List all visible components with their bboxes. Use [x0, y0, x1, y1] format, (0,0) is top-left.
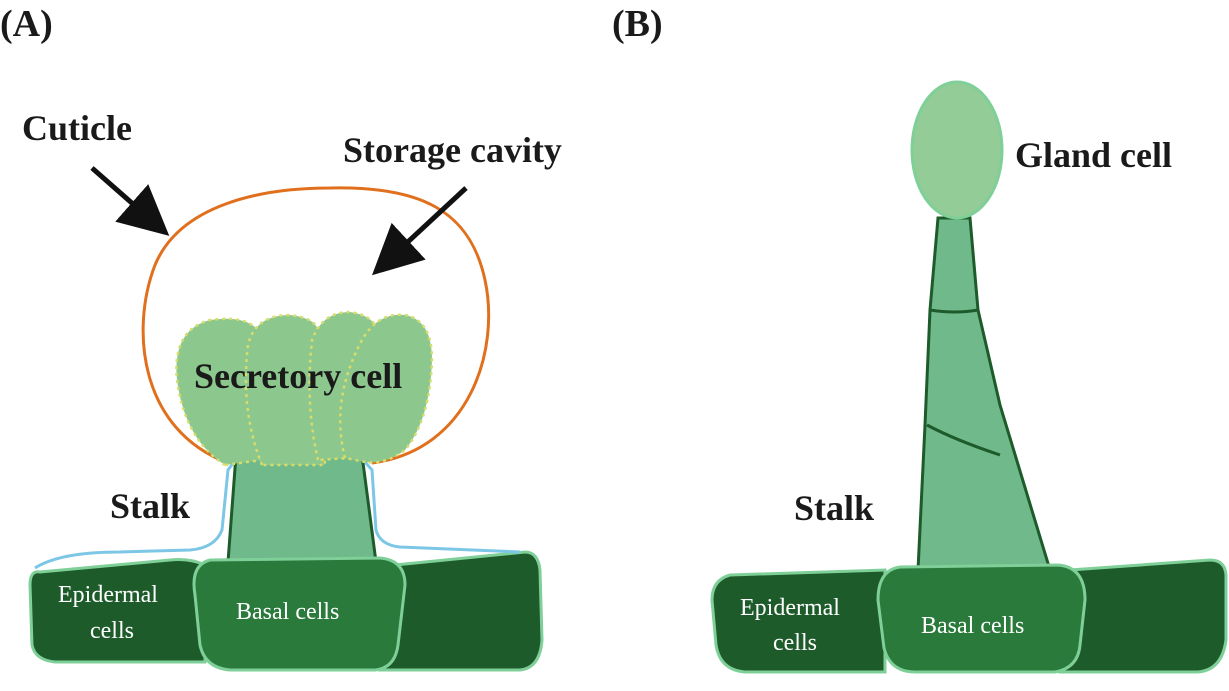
- panel-a-basal-cells-label: Basal cells: [236, 599, 339, 625]
- panel-b-gland-cell-label: Gland cell: [1015, 135, 1172, 175]
- panel-a-stalk-label: Stalk: [110, 486, 190, 526]
- panel-b-epidermal-cells-left: [710, 568, 887, 674]
- panel-b-epidermal-label-line1: Epidermal: [740, 595, 840, 621]
- panel-b-epidermal-cells-right: [1058, 558, 1228, 674]
- secretory-cell-lobe-2: [244, 313, 327, 467]
- panel-a-secretory-cell-label: Secretory cell: [194, 356, 402, 396]
- panel-b-gland-cell: [910, 80, 1004, 220]
- panel-b: (B) Gland cell Stalk Epidermal cells Bas…: [612, 3, 1228, 674]
- panel-a-secretory-cells: [175, 310, 434, 467]
- panel-a-epidermal-label-line1: Epidermal: [58, 582, 158, 608]
- panel-b-stalk-septum-1: [929, 308, 979, 314]
- secretory-cell-lobe-4: [338, 313, 434, 464]
- panel-a-storage-cavity-label: Storage cavity: [343, 130, 562, 170]
- panel-b-basal-cells-label: Basal cells: [921, 613, 1024, 639]
- panel-a-cuticle-label: Cuticle: [22, 108, 132, 148]
- panel-b-stalk: [916, 216, 1053, 572]
- panel-a-outer-membrane-left: [34, 461, 236, 570]
- panel-b-tag: (B): [612, 3, 663, 45]
- panel-a-epidermal-cells-left: [28, 558, 207, 664]
- panel-b-stalk-label: Stalk: [794, 488, 874, 528]
- panel-a-basal-cells: [192, 556, 407, 672]
- panel-a-epidermal-label-line2: cells: [90, 618, 134, 644]
- panel-a-outer-membrane-right: [363, 461, 521, 554]
- panel-a-storage-cavity-arrow: [372, 186, 468, 276]
- panel-b-stalk-septum-2: [926, 423, 1001, 457]
- panel-a-tag: (A): [0, 3, 53, 45]
- panel-a-stalk: [226, 453, 378, 564]
- panel-a-cuticle-outline: [141, 186, 491, 465]
- panel-b-epidermal-label-line2: cells: [773, 630, 817, 656]
- panel-a-cuticle-arrow: [90, 166, 170, 236]
- panel-b-basal-cells: [876, 563, 1087, 674]
- panel-a: (A) Cuticle Storage cavity Secretory cel…: [0, 3, 562, 672]
- secretory-cell-lobe-1: [175, 317, 264, 467]
- panel-a-epidermal-cells-right: [378, 550, 544, 672]
